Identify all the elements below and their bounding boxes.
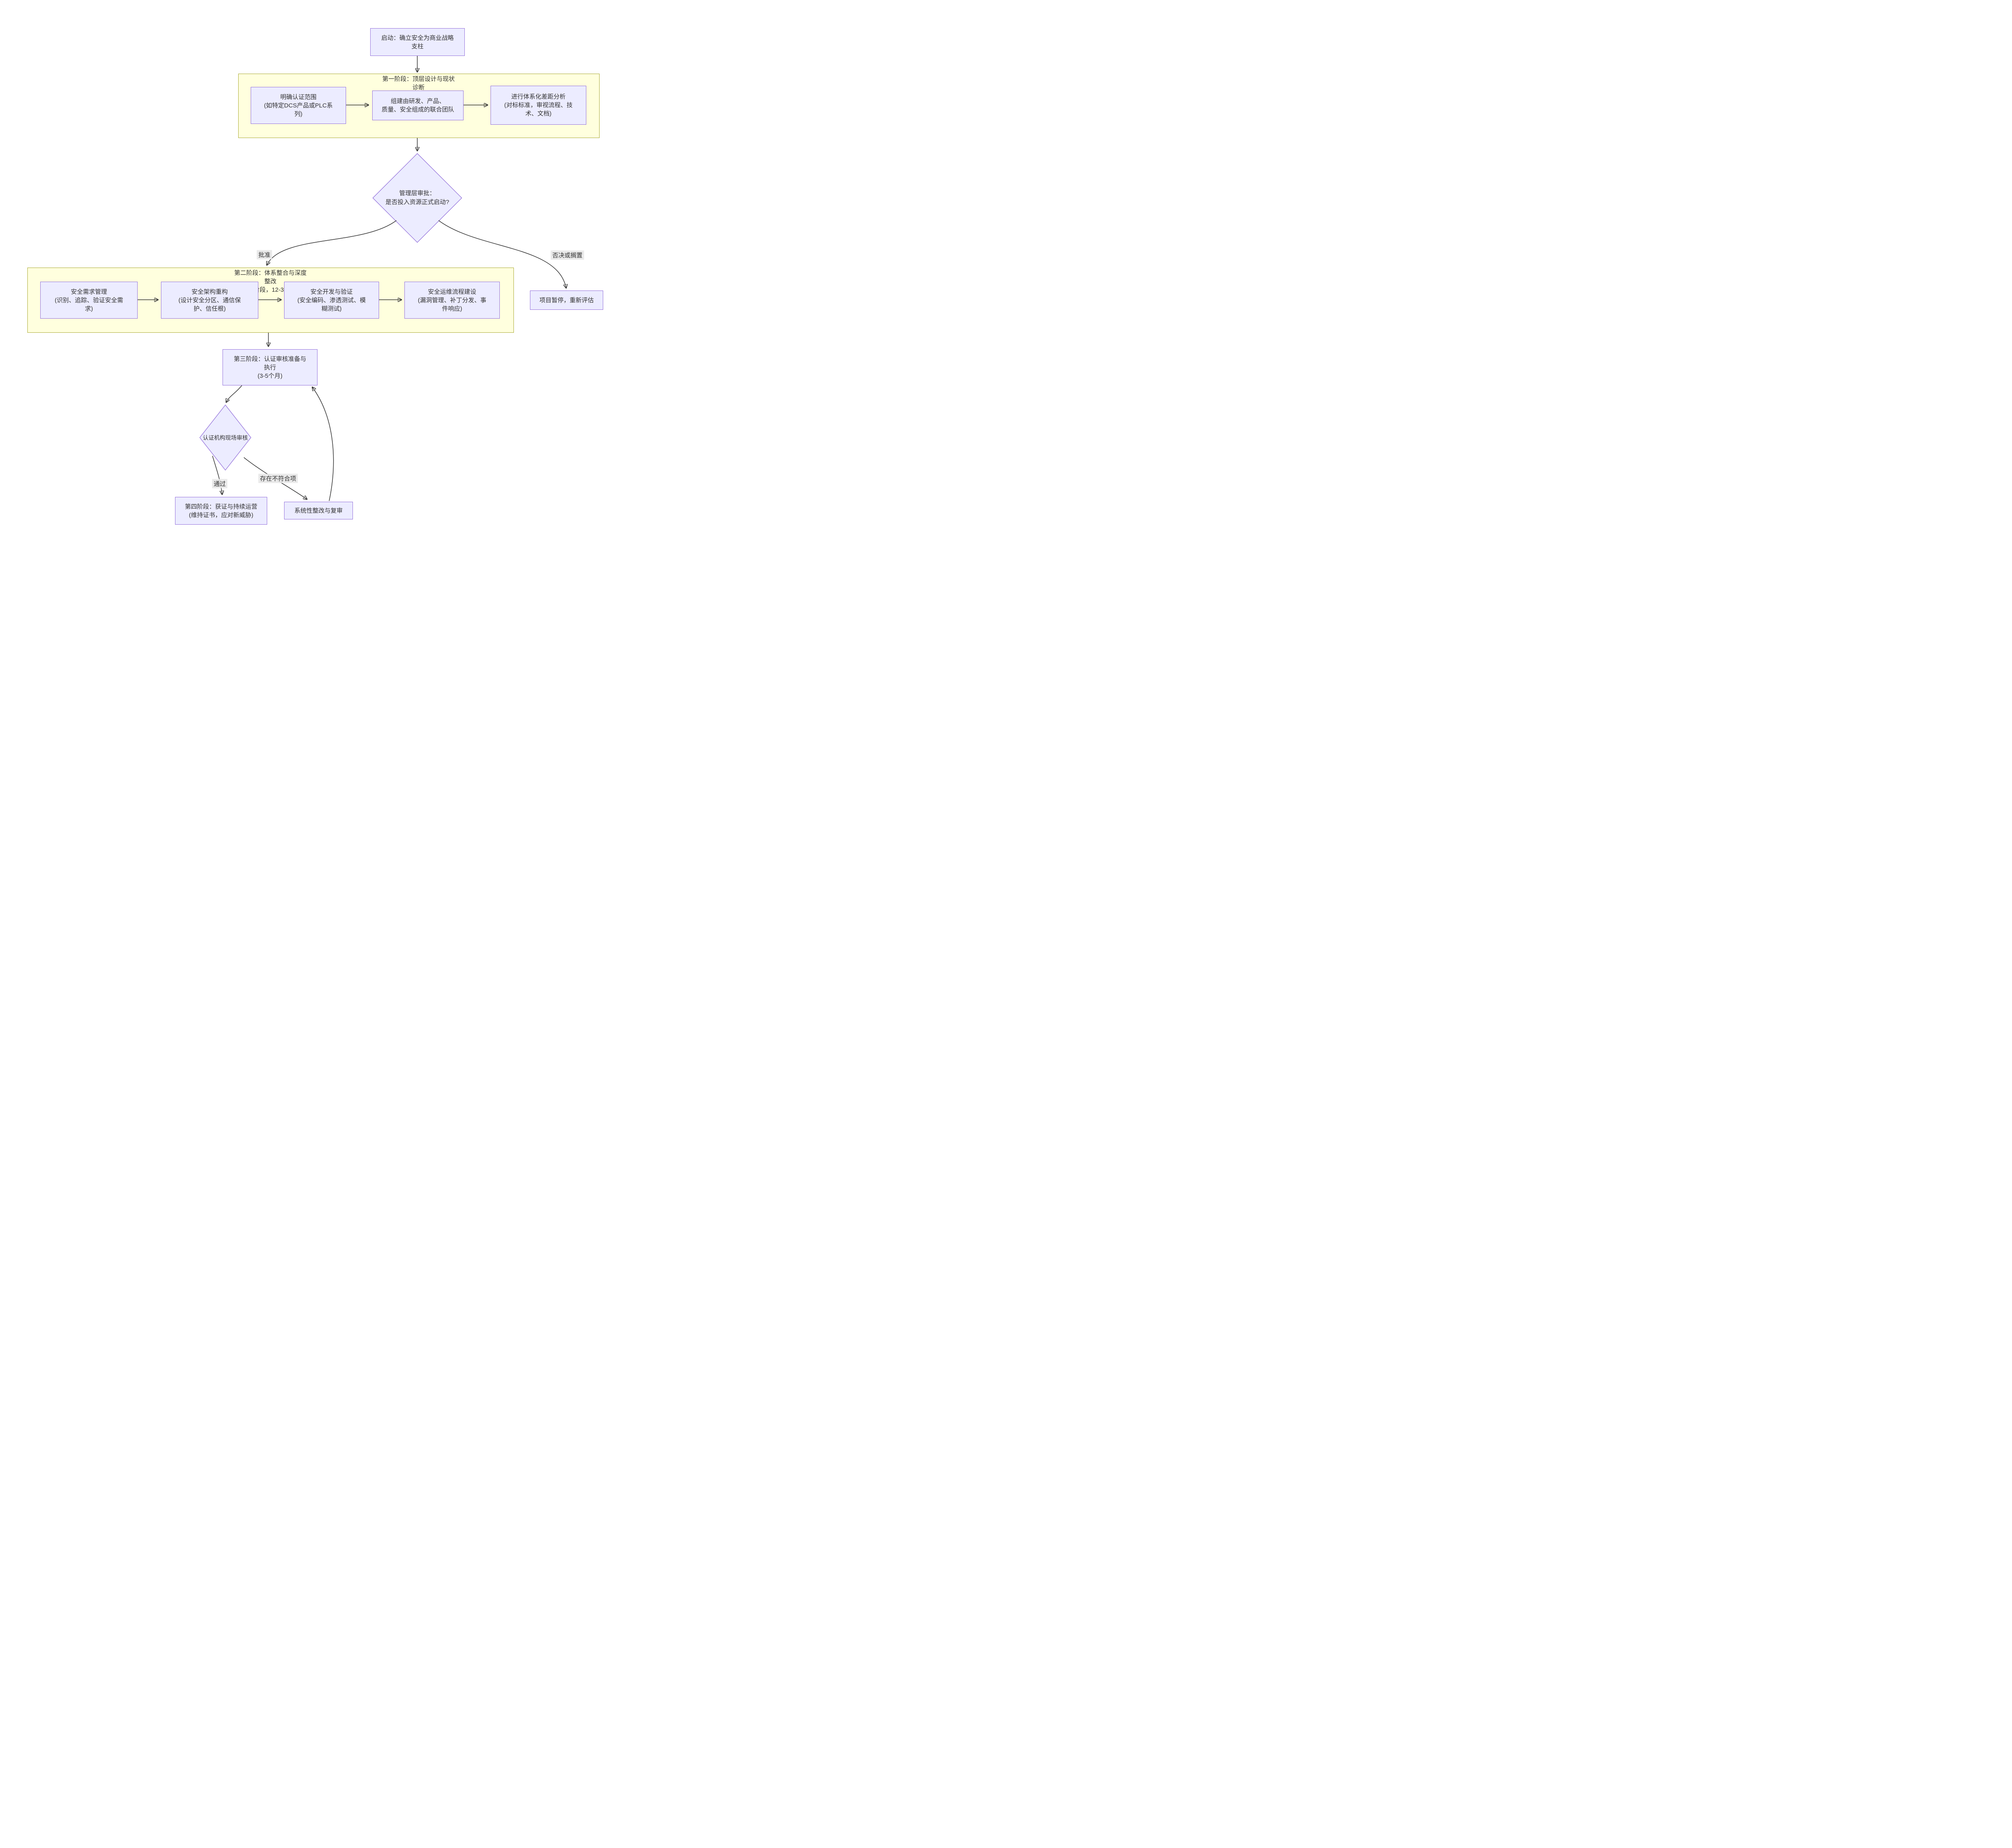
node-secure-operations: 安全运维流程建设 (漏洞管理、补丁分发、事 件响应) (404, 282, 500, 319)
node-define-scope: 明确认证范围 (如特定DCS产品或PLC系 列) (251, 87, 346, 124)
node-phase4-certified-operations: 第四阶段：获证与持续运营 (维持证书，应对新威胁) (175, 497, 267, 525)
edge-phase3-to-decision2 (226, 385, 242, 402)
node-gap-analysis: 进行体系化差距分析 (对标标准，审视流程、技 术、文档) (491, 86, 586, 125)
edge-rework-back-to-phase3 (312, 387, 334, 501)
decision-management-approval: 管理层审批： 是否投入资源正式启动? (372, 153, 462, 243)
decision-onsite-audit-label: 认证机构现场审核 (203, 434, 248, 441)
node-build-team: 组建由研发、产品、 质量、安全组成的联合团队 (372, 91, 464, 120)
node-architecture-rebuild: 安全架构重构 (设计安全分区、通信保 护、信任根) (161, 282, 258, 319)
edge-label-reject: 否决或搁置 (550, 250, 584, 260)
node-start: 启动：确立安全为商业战略 支柱 (370, 28, 465, 56)
node-phase3-audit-prep: 第三阶段：认证审核准备与 执行 (3-5个月) (223, 349, 317, 385)
edge-label-approve: 批准 (256, 250, 272, 260)
edge-label-nonconformity: 存在不符合项 (258, 474, 298, 483)
cluster-phase1-title: 第一阶段：顶层设计与现状 诊断 (382, 76, 455, 91)
decision-onsite-audit: 认证机构现场审核 (199, 404, 252, 471)
flowchart-canvas: 第一阶段：顶层设计与现状 诊断 第二阶段：体系整合与深度 整改 (核心阶段，12… (0, 0, 628, 550)
edge-label-pass: 通过 (212, 479, 228, 488)
node-systematic-rework: 系统性整改与复审 (284, 502, 353, 519)
decision-diamond-shape (199, 404, 252, 471)
decision-management-approval-label: 管理层审批： 是否投入资源正式启动? (385, 190, 449, 206)
node-security-requirements: 安全需求管理 (识别、追踪、验证安全需 求) (40, 282, 138, 319)
node-secure-development: 安全开发与验证 (安全编码、渗透测试、模 糊测试) (284, 282, 379, 319)
decision-diamond-shape (372, 153, 462, 243)
node-project-halt: 项目暂停，重新评估 (530, 290, 603, 310)
